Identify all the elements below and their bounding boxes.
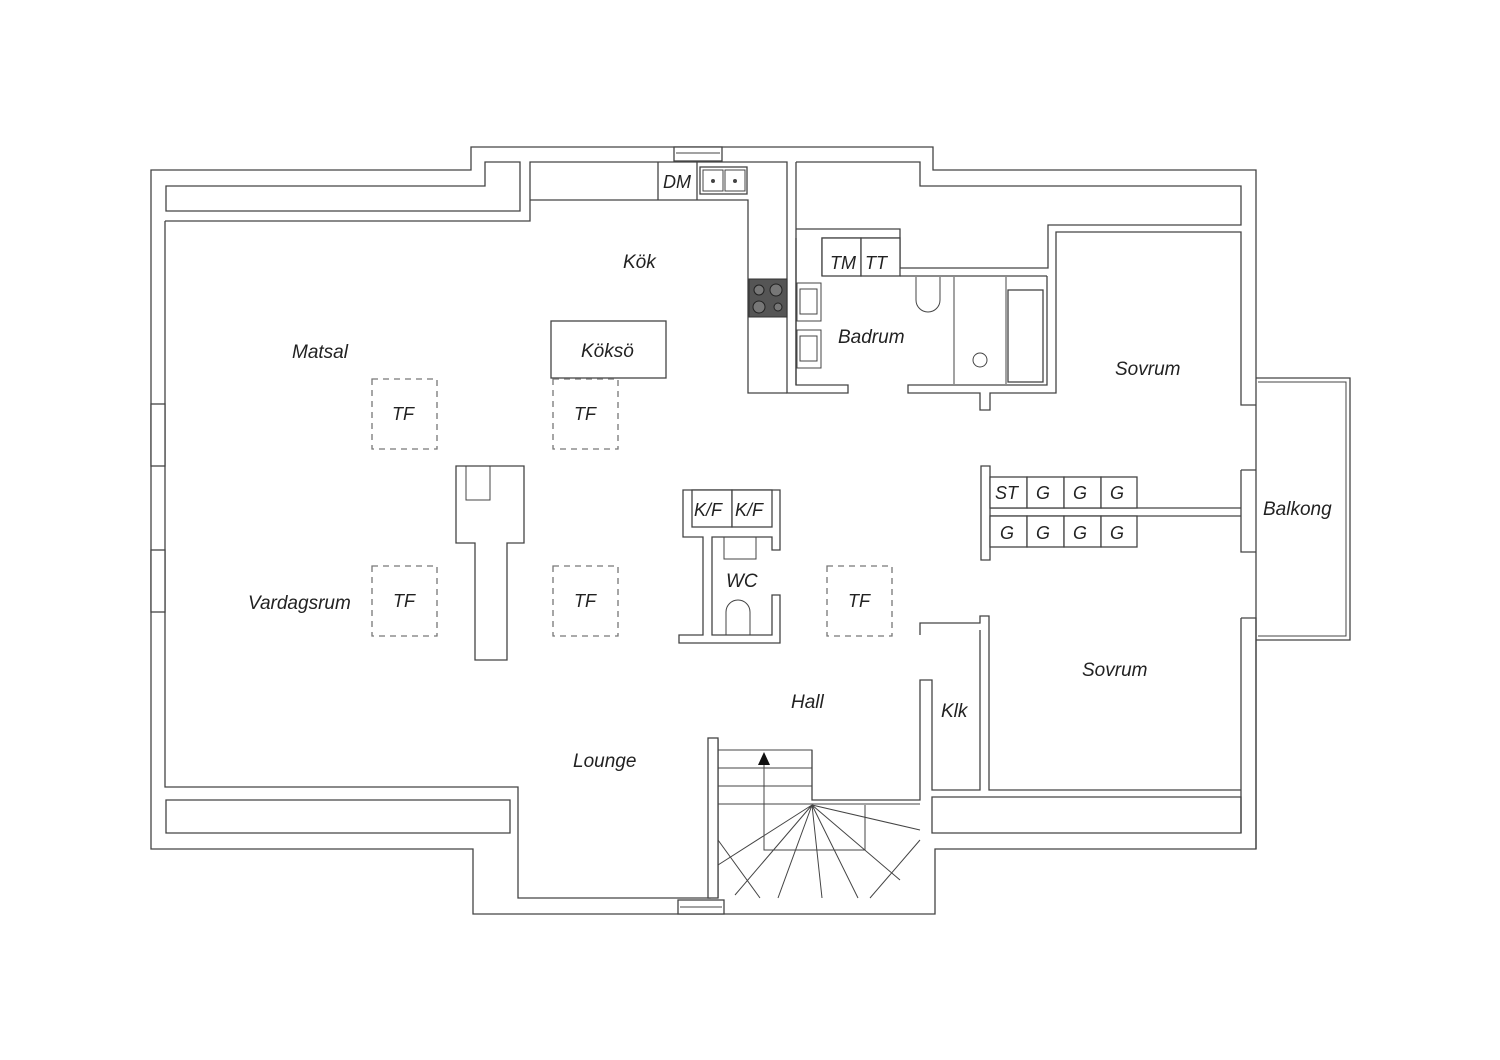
fixture-wardrobe: G [1073, 523, 1087, 543]
room-label-lounge: Lounge [573, 751, 636, 772]
room-label-dining: Matsal [292, 342, 349, 363]
washbasin-icon [796, 282, 822, 369]
staircase [707, 737, 921, 899]
fixture-washing-machine: TM [830, 253, 856, 273]
wall-bottom-left [165, 799, 511, 834]
shower-icon [972, 352, 988, 368]
fixture-wardrobe: G [1036, 523, 1050, 543]
fixture-fridge-2: K/F [735, 500, 764, 520]
wall-right-jambs [1240, 469, 1257, 849]
stair-arrow-icon [758, 752, 770, 765]
dryer-slot [860, 237, 901, 277]
ceiling-marker-box [552, 378, 619, 450]
window-left-2 [150, 549, 166, 613]
room-label-bedroom-1: Sovrum [1115, 359, 1180, 380]
wall-main-inner [165, 161, 849, 394]
wc-toilet-icon [725, 599, 751, 635]
fixture-dryer: TT [865, 253, 889, 273]
wc-basin-icon [723, 536, 757, 560]
fixture-wardrobe: G [1073, 483, 1087, 503]
fixture-storage: ST [995, 483, 1020, 503]
ceiling-marker: TF [574, 591, 597, 611]
chimney [455, 465, 525, 661]
room-label-bedroom-2: Sovrum [1082, 660, 1147, 681]
fixture-wardrobe: G [1000, 523, 1014, 543]
room-label-island: Köksö [581, 341, 634, 362]
window-top [673, 146, 723, 162]
window-left-1 [150, 403, 166, 467]
fixture-wardrobe: G [1110, 523, 1124, 543]
hob-icon [748, 278, 788, 318]
wardrobe-row-2 [989, 515, 1138, 548]
wall-closet [811, 615, 1241, 801]
ceiling-marker: TF [848, 591, 871, 611]
wall-wc [678, 489, 781, 644]
ceiling-marker-box [826, 565, 893, 637]
room-label-wc: WC [726, 571, 758, 592]
fireplace-icon [465, 465, 491, 501]
room-label-kitchen: Kök [623, 252, 657, 273]
kitchen-island [550, 320, 667, 379]
ceiling-marker: TF [393, 591, 416, 611]
fridge-slot-1 [691, 489, 733, 528]
bathtub-icon [1007, 289, 1044, 383]
sink-icon [699, 166, 748, 195]
fixture-fridge-1: K/F [694, 500, 723, 520]
ceiling-marker-box [371, 565, 438, 637]
ceiling-marker-box [552, 565, 619, 637]
wall-bottom-right [931, 796, 1242, 834]
balcony [1256, 377, 1351, 641]
room-label-balcony: Balkong [1263, 499, 1332, 520]
wall-top-left [165, 161, 521, 212]
ceiling-marker-box [371, 378, 438, 450]
room-label-bathroom: Badrum [838, 327, 905, 348]
washer-slot [821, 237, 862, 277]
kitchen-counter [530, 199, 787, 394]
room-label-hall: Hall [791, 692, 825, 713]
toilet-icon [915, 277, 941, 313]
room-label-living: Vardagsrum [248, 593, 351, 614]
fixture-wardrobe: G [1036, 483, 1050, 503]
wardrobe-row-1 [989, 476, 1138, 509]
fridge-slot-2 [731, 489, 773, 528]
ceiling-marker: TF [392, 404, 415, 424]
room-label-closet: Klk [941, 701, 969, 722]
ceiling-marker: TF [574, 404, 597, 424]
fixture-dishwasher: DM [663, 172, 691, 192]
fixture-wardrobe: G [1110, 483, 1124, 503]
